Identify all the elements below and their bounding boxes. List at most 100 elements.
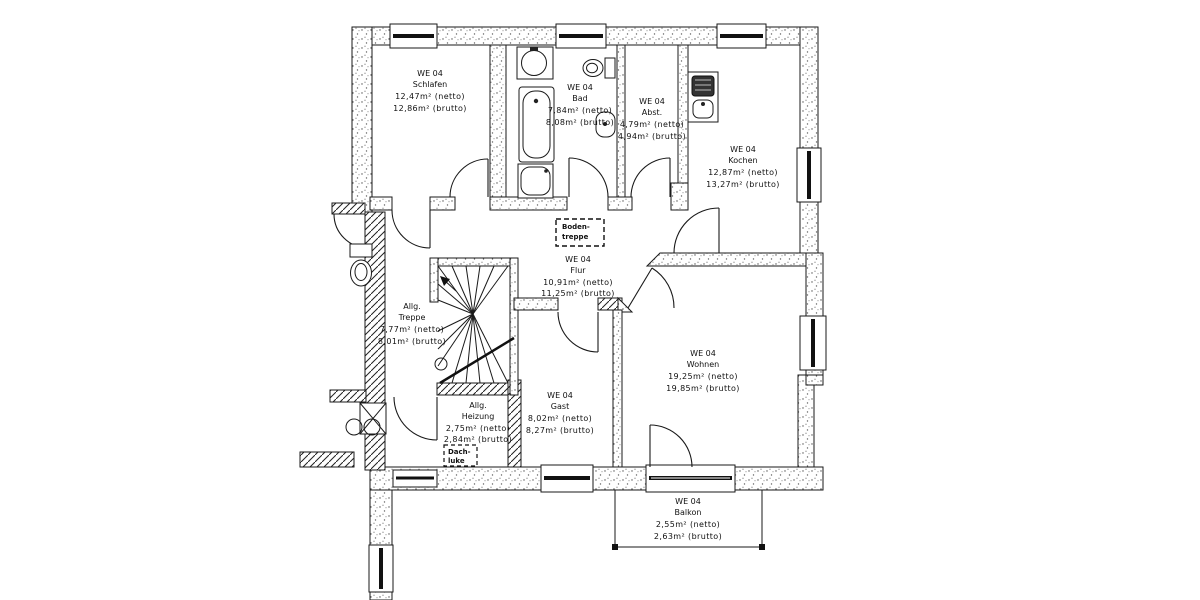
door-wohnen [627, 267, 675, 309]
neighbor-wall-stub-2 [329, 389, 367, 403]
staircase [434, 265, 515, 385]
wohnen-unit: WE 04 [690, 349, 716, 358]
window-bottom-heizung [392, 469, 438, 488]
door-schlafen [449, 158, 489, 198]
treppe-name: Treppe [398, 313, 426, 322]
wall-right-step [805, 374, 824, 386]
room-label-bad: WE 04 Bad 7,84m² (netto) 8,08m² (brutto) [546, 83, 614, 127]
door-kochen [673, 207, 720, 254]
wall-seg-d [607, 196, 633, 211]
heizung-brutto: 2,84m² (brutto) [444, 435, 512, 444]
wall-stair-bottom [436, 382, 519, 396]
window-left-lower [368, 544, 394, 593]
stair-treads [437, 265, 509, 384]
treppe-unit: Allg. [403, 302, 421, 311]
basin-neighbor [345, 418, 381, 436]
bidet [595, 111, 616, 138]
door-treppe [391, 209, 431, 249]
room-label-flur: WE 04 Flur 10,91m² (netto) 11,25m² (brut… [541, 255, 614, 298]
wall-abst-kochen-end [670, 182, 689, 211]
door-neighbor [333, 213, 369, 249]
schlafen-brutto: 12,86m² (brutto) [393, 104, 467, 113]
bad-brutto: 8,08m² (brutto) [546, 118, 614, 127]
heizung-name: Heizung [462, 412, 495, 421]
door-bad [568, 157, 609, 198]
interior-walls [369, 44, 689, 468]
wall-gast-north-angle [617, 296, 634, 313]
stair-direction-arrow [440, 276, 457, 292]
toilet-bad [582, 57, 616, 79]
wall-right-wohnen-lower [797, 374, 815, 468]
room-label-abst: WE 04 Abst. 4,79m² (netto) 4,94m² (brutt… [618, 97, 686, 141]
treppe-netto: 7,77m² (netto) [380, 325, 444, 334]
room-label-kochen: WE 04 Kochen 12,87m² (netto) 13,27m² (br… [706, 145, 780, 189]
window-top-1 [389, 23, 438, 49]
room-label-treppe: Allg. Treppe 7,77m² (netto) 8,01m² (brut… [378, 302, 446, 346]
wall-abst-kochen [677, 44, 689, 184]
window-right-kochen [796, 147, 822, 203]
abst-unit: WE 04 [639, 97, 665, 106]
wall-stair-right [509, 257, 519, 396]
wall-stair-left [429, 257, 439, 303]
door-gast [557, 311, 599, 353]
window-top-2 [555, 23, 607, 49]
room-label-heizung: Allg. Heizung 2,75m² (netto) 2,84m² (bru… [444, 401, 512, 444]
balkon-unit: WE 04 [675, 497, 701, 506]
room-label-wohnen: WE 04 Wohnen 19,25m² (netto) 19,85m² (br… [666, 349, 740, 393]
room-label-gast: WE 04 Gast 8,02m² (netto) 8,27m² (brutto… [526, 391, 594, 435]
wohnen-name: Wohnen [687, 360, 719, 369]
wall-seg-c [489, 196, 568, 211]
windows [368, 23, 827, 593]
stair-stringer [439, 336, 515, 385]
shaft-box [359, 402, 387, 435]
dachluke-label-line2: luke [448, 457, 465, 465]
schlafen-netto: 12,47m² (netto) [395, 92, 465, 101]
door-abst [630, 157, 671, 198]
window-top-3 [716, 23, 767, 49]
bad-netto: 7,84m² (netto) [548, 106, 612, 115]
abst-netto: 4,79m² (netto) [620, 120, 684, 129]
bodentreppe-label-line1: Boden- [562, 223, 590, 231]
kochen-netto: 12,87m² (netto) [708, 168, 778, 177]
neighbor-wall-stub-3 [299, 451, 355, 468]
kitchen-sink-unit [687, 71, 719, 123]
heizung-unit: Allg. [469, 401, 487, 410]
balkon-brutto: 2,63m² (brutto) [654, 532, 722, 541]
dachluke-label-line1: Dach- [448, 448, 471, 456]
dachluke-box: Dach- luke [443, 444, 478, 467]
gast-netto: 8,02m² (netto) [528, 414, 592, 423]
flur-name: Flur [570, 266, 586, 275]
bad-name: Bad [572, 94, 587, 103]
wall-kochen-flur [645, 252, 821, 267]
room-label-schlafen: WE 04 Schlafen 12,47m² (netto) 12,86m² (… [393, 69, 467, 113]
door-heizung [393, 396, 438, 441]
balkon-name: Balkon [675, 508, 702, 517]
fixtures [345, 46, 719, 436]
gast-unit: WE 04 [547, 391, 573, 400]
wall-gast-north [513, 297, 559, 311]
washbasin-bad [516, 46, 554, 80]
balcony-outline [612, 490, 765, 550]
wohnen-brutto: 19,85m² (brutto) [666, 384, 740, 393]
neighbor-wall-stub-1 [331, 202, 366, 215]
room-label-balkon: WE 04 Balkon 2,55m² (netto) 2,63m² (brut… [654, 497, 722, 541]
schlafen-unit: WE 04 [417, 69, 443, 78]
bodentreppe-box: Boden- treppe [555, 218, 605, 247]
doors [333, 157, 720, 468]
bathtub [518, 86, 555, 163]
treppe-brutto: 8,01m² (brutto) [378, 337, 446, 346]
wall-seg-a [369, 196, 393, 211]
flur-unit: WE 04 [565, 255, 591, 264]
bad-unit: WE 04 [567, 83, 593, 92]
shower-tray [517, 163, 554, 199]
wall-right-kochen [799, 26, 819, 254]
kochen-brutto: 13,27m² (brutto) [706, 180, 780, 189]
schlafen-name: Schlafen [413, 80, 447, 89]
bodentreppe-label-line2: treppe [562, 233, 589, 241]
wall-schlafen-bad [489, 44, 507, 198]
window-right-wohnen [799, 315, 827, 371]
toilet-neighbor [349, 243, 373, 287]
abst-name: Abst. [642, 108, 662, 117]
